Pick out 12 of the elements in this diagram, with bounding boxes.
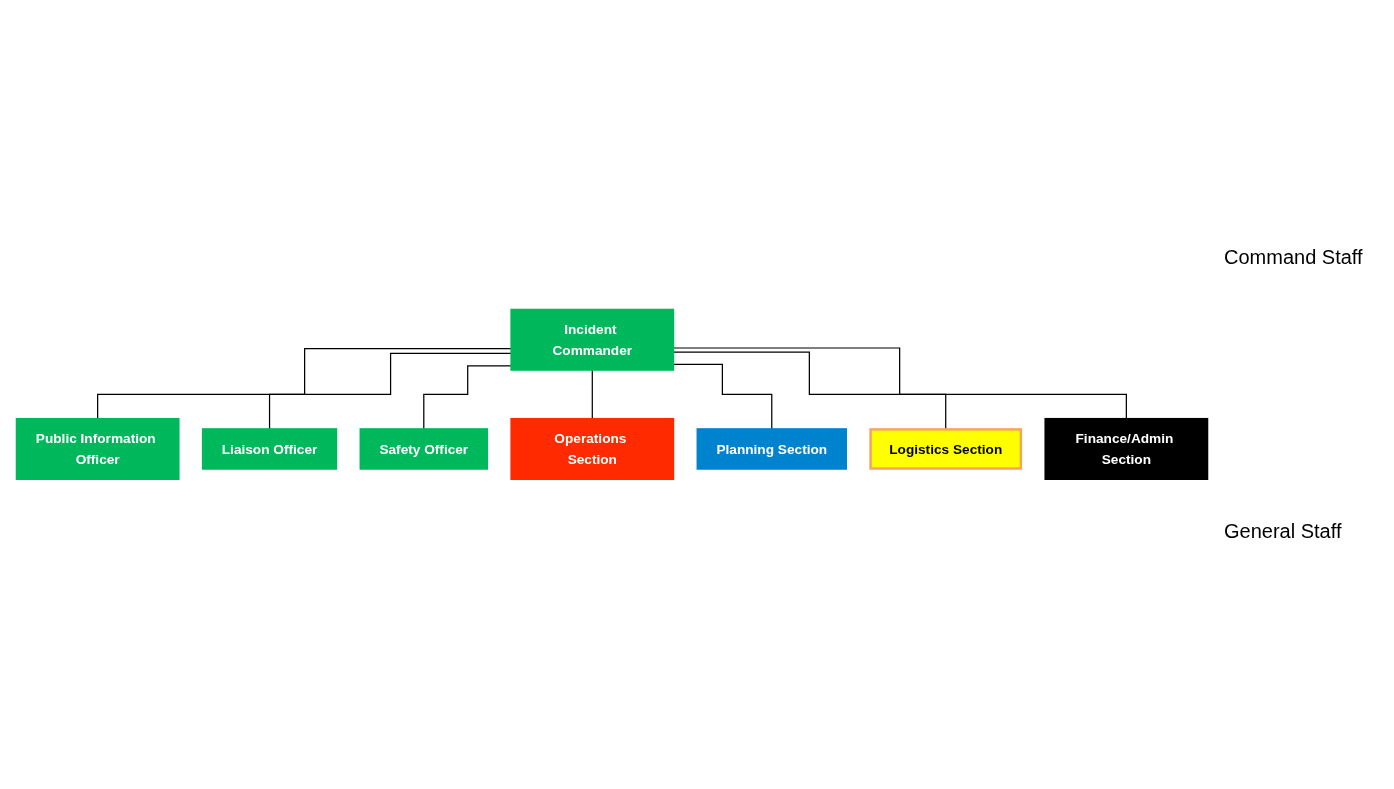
- node-box: Planning Section: [696, 428, 847, 470]
- connector: [591, 369, 593, 420]
- node-box: Logistics Section: [869, 428, 1023, 470]
- node-box: Operations Section: [510, 418, 675, 481]
- group-label: General Staff: [1224, 520, 1343, 544]
- node-box: Incident Commander: [510, 308, 675, 371]
- node-box: Public Information Officer: [15, 418, 180, 481]
- group-label: Command Staff: [1224, 245, 1364, 269]
- connector: [672, 347, 1127, 420]
- node-box: Safety Officer: [359, 428, 489, 470]
- node-box: Finance/Admin Section: [1044, 418, 1209, 481]
- node-box: Liaison Officer: [201, 428, 338, 470]
